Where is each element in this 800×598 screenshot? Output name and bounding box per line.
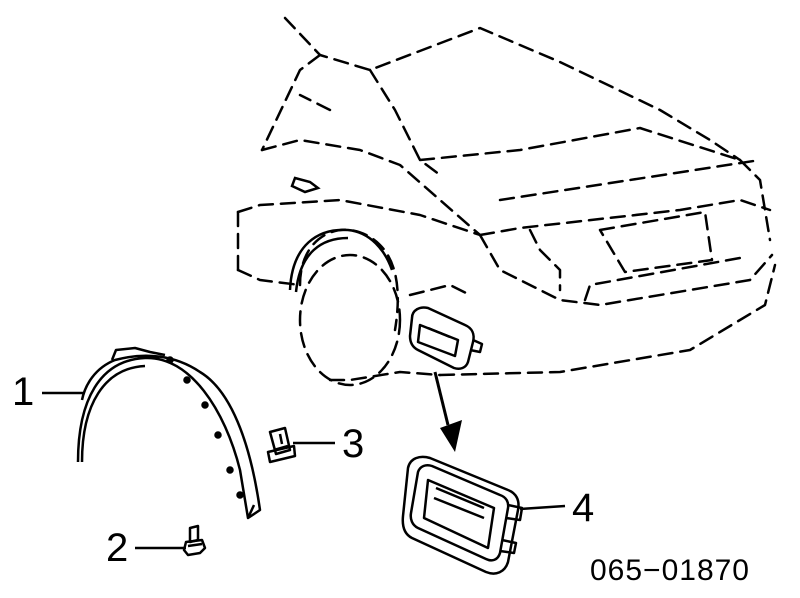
screw-icon (182, 524, 207, 557)
diagram-part-number: 065−01870 (590, 554, 750, 587)
direction-arrow (433, 371, 462, 452)
callout-2: 2 (106, 526, 129, 570)
car-fuel-door-icon (408, 306, 484, 370)
callout-1: 1 (12, 370, 35, 414)
leader-4 (519, 504, 566, 511)
fuel-door-housing-icon (401, 455, 524, 575)
leader-lines (42, 391, 566, 550)
wheel-arch-moulding-icon (76, 346, 262, 520)
car-wheel-arch-solid (288, 228, 394, 293)
clip-icon (266, 426, 297, 464)
car-body-outline (236, 16, 777, 387)
door-handle-icon (290, 176, 321, 194)
callout-3: 3 (342, 422, 365, 466)
callout-4: 4 (572, 486, 595, 530)
